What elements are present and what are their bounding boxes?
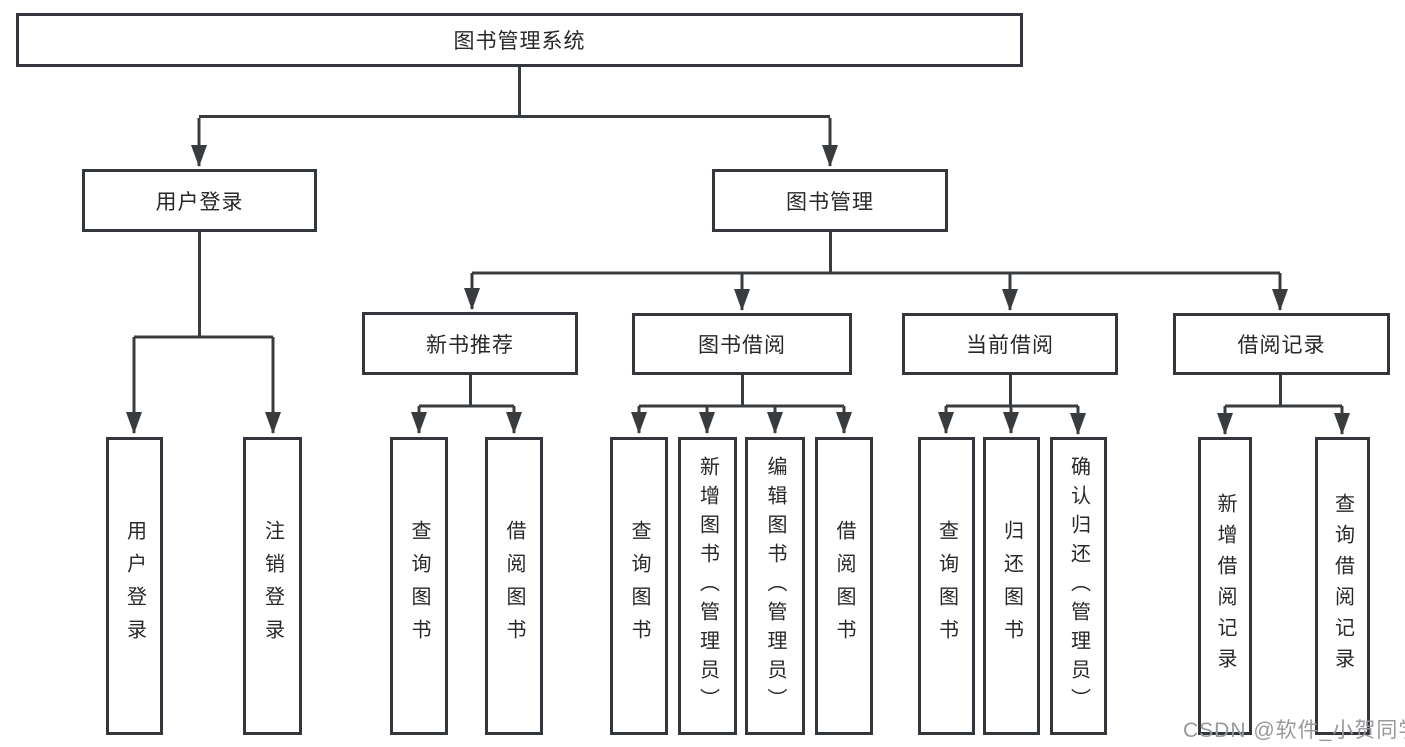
leaf-confirm-return-admin: 确认归还（管理员） xyxy=(1050,437,1107,735)
node-root-library-system: 图书管理系统 xyxy=(16,13,1023,67)
csdn-watermark: CSDN @软件_小贺同学 xyxy=(1183,719,1405,742)
leaf-logout: 注销登录 xyxy=(243,437,302,735)
leaf-query-borrow-record: 查询借阅记录 xyxy=(1315,437,1370,735)
node-new-book-recommend: 新书推荐 xyxy=(362,312,578,375)
leaf-add-borrow-record: 新增借阅记录 xyxy=(1198,437,1252,735)
node-current-borrowing: 当前借阅 xyxy=(902,313,1118,375)
node-user-login: 用户登录 xyxy=(82,169,317,232)
leaf-return-books: 归还图书 xyxy=(983,437,1040,735)
node-book-borrowing: 图书借阅 xyxy=(632,313,852,375)
leaf-query-books-current: 查询图书 xyxy=(918,437,975,735)
leaf-query-books-borrowing: 查询图书 xyxy=(610,437,668,735)
connector-trunks xyxy=(134,67,1342,408)
leaf-add-books-admin: 新增图书（管理员） xyxy=(678,437,737,735)
leaf-user-login: 用户登录 xyxy=(106,437,163,735)
leaf-borrow-books-borrowing: 借阅图书 xyxy=(815,437,873,735)
leaf-edit-books-admin: 编辑图书（管理员） xyxy=(745,437,805,735)
leaf-query-books-recommend: 查询图书 xyxy=(390,437,448,735)
leaf-borrow-books-recommend: 借阅图书 xyxy=(485,437,543,735)
node-borrowing-records: 借阅记录 xyxy=(1173,313,1390,375)
node-book-management: 图书管理 xyxy=(712,169,948,232)
